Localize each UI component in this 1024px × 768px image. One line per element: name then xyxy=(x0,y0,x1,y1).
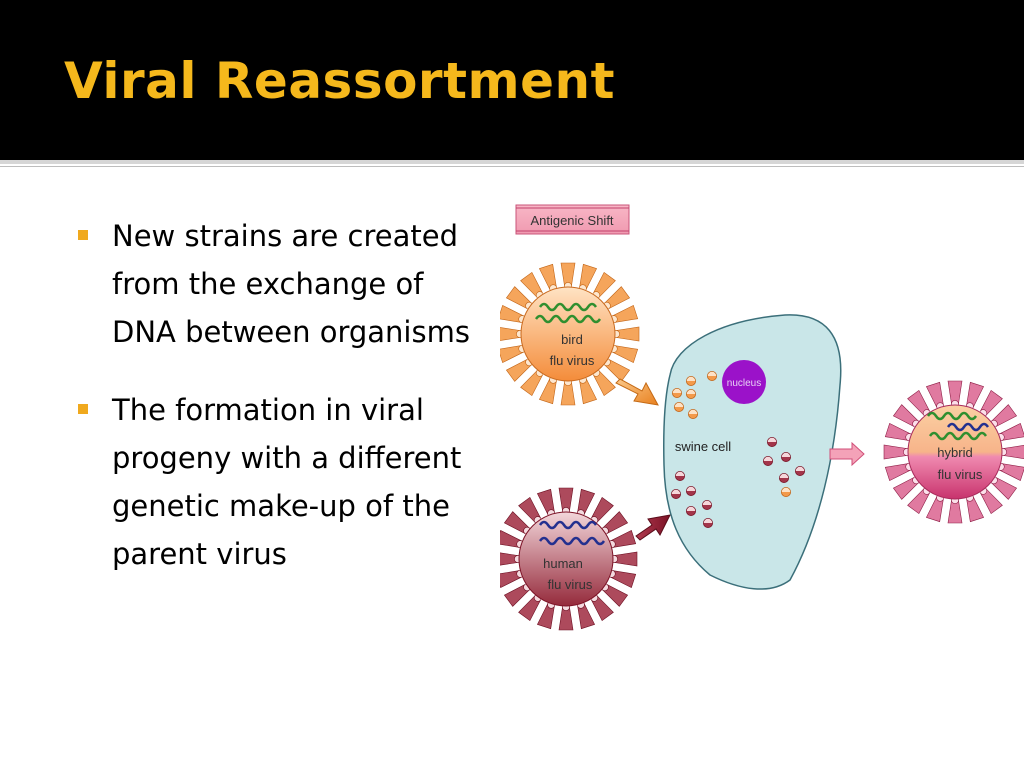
antigenic-shift-diagram: Antigenic Shift bird flu virus human flu… xyxy=(500,204,1024,631)
viral-particle xyxy=(778,472,789,483)
human-virus-label: human xyxy=(543,556,583,571)
arrow-icon xyxy=(829,441,865,467)
arrow-icon xyxy=(635,514,671,541)
rna-strand xyxy=(534,314,602,324)
viral-particle xyxy=(673,401,684,412)
square-bullet-icon xyxy=(78,230,88,240)
nucleus-label: nucleus xyxy=(727,378,761,389)
rna-strand xyxy=(928,431,988,441)
antigenic-shift-label: Antigenic Shift xyxy=(515,204,630,235)
rna-strand xyxy=(538,520,598,530)
viral-particles xyxy=(670,370,805,528)
rna-strand xyxy=(538,536,606,546)
viral-particle xyxy=(780,486,791,497)
title-divider-thin xyxy=(0,166,1024,167)
human-flu-virus: human flu virus xyxy=(500,487,638,631)
slide-title: Viral Reassortment xyxy=(64,52,615,110)
virus-spikes xyxy=(883,380,1024,524)
viral-particle xyxy=(685,485,696,496)
bullet-item: New strains are created from the exchang… xyxy=(74,212,494,356)
title-bar: Viral Reassortment xyxy=(0,0,1024,160)
viral-particle xyxy=(702,517,713,528)
title-divider xyxy=(0,160,1024,164)
viral-particle xyxy=(794,465,805,476)
bird-flu-virus: bird flu virus xyxy=(500,262,640,406)
nucleus xyxy=(722,360,766,404)
viral-particle xyxy=(671,387,682,398)
viral-particle xyxy=(685,375,696,386)
rna-strand xyxy=(538,302,598,312)
bird-virus-label: flu virus xyxy=(550,353,595,368)
swine-cell: nucleus swine cell xyxy=(663,314,842,590)
virus-spikes xyxy=(500,262,640,406)
viral-particle xyxy=(701,499,712,510)
viral-particle xyxy=(685,388,696,399)
viral-particle xyxy=(685,505,696,516)
bullet-list: New strains are created from the exchang… xyxy=(74,212,494,608)
arrow-icon xyxy=(615,378,659,406)
viral-particle xyxy=(674,470,685,481)
bullet-item: The formation in viral progeny with a di… xyxy=(74,386,494,578)
hybrid-virus-label: hybrid xyxy=(937,445,972,460)
hybrid-flu-virus: hybrid flu virus xyxy=(883,380,1024,524)
rna-strand xyxy=(946,422,990,432)
viral-particle xyxy=(687,408,698,419)
bullet-text: The formation in viral progeny with a di… xyxy=(112,393,462,571)
hybrid-virus-label: flu virus xyxy=(938,467,983,482)
viral-particle xyxy=(762,455,773,466)
rna-strand xyxy=(926,411,978,421)
viral-particle xyxy=(706,370,717,381)
viral-particle xyxy=(780,451,791,462)
square-bullet-icon xyxy=(78,404,88,414)
viral-particle xyxy=(766,436,777,447)
human-virus-label: flu virus xyxy=(548,577,593,592)
antigenic-shift-text: Antigenic Shift xyxy=(530,213,613,228)
viral-particle xyxy=(670,488,681,499)
swine-cell-label: swine cell xyxy=(675,439,731,454)
bullet-text: New strains are created from the exchang… xyxy=(112,219,470,349)
bird-virus-label: bird xyxy=(561,332,583,347)
